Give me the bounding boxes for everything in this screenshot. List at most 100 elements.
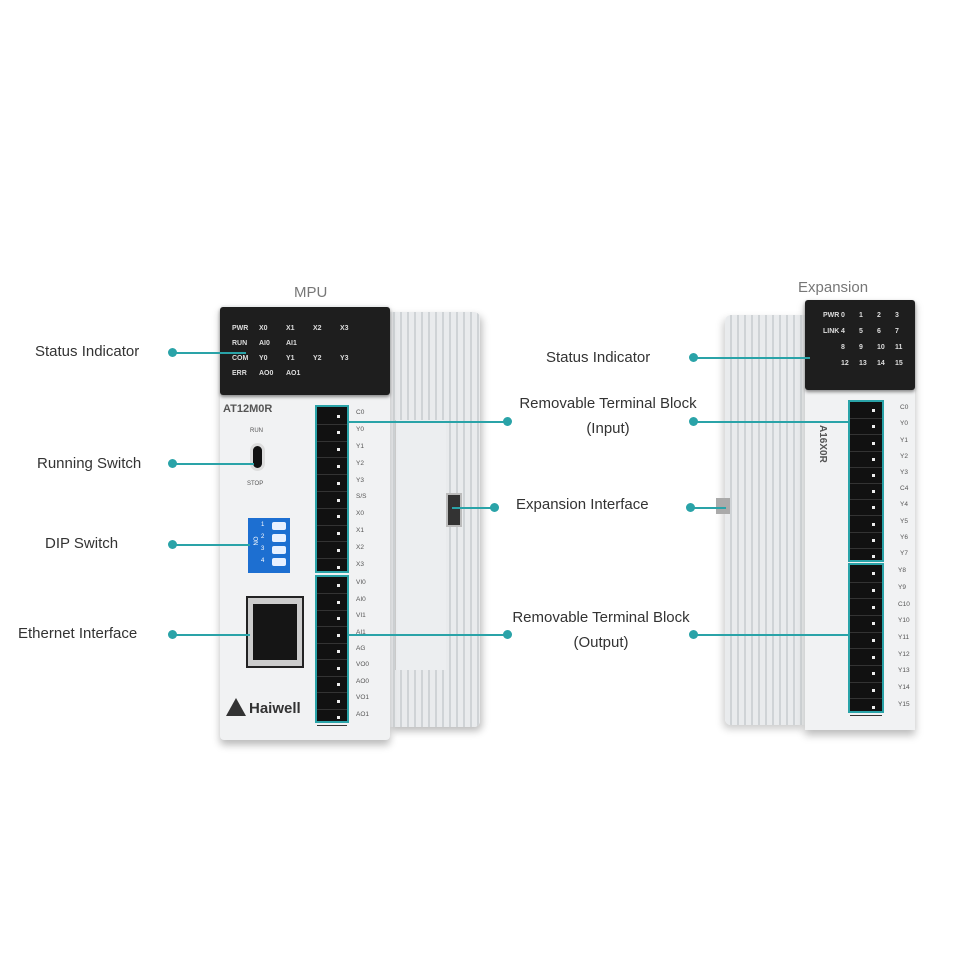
terminal-screw[interactable] [317, 676, 347, 694]
terminal-screw[interactable] [850, 402, 882, 420]
terminal-label: Y0 [356, 426, 364, 434]
terminal-screw[interactable] [317, 541, 347, 560]
terminal-label: VI1 [356, 612, 366, 620]
terminal-label: AI1 [356, 628, 366, 636]
callout-rtb-input: Removable Terminal Block(Input) [498, 391, 718, 441]
terminal-screw[interactable] [317, 474, 347, 492]
callout-ethernet-interface: Ethernet Interface [18, 625, 138, 642]
terminal-screw[interactable] [850, 451, 882, 468]
status-led-label: 7 [895, 328, 899, 335]
terminal-screw[interactable] [850, 565, 882, 583]
status-led-label: X1 [286, 325, 295, 332]
terminal-screw[interactable] [850, 698, 882, 716]
mpu-title: MPU [294, 284, 328, 301]
expansion-output-terminal-block[interactable] [848, 563, 884, 716]
dip-label: 1 [261, 522, 265, 528]
terminal-screw[interactable] [317, 457, 347, 476]
terminal-screw[interactable] [317, 558, 347, 576]
status-led-label: 1 [859, 312, 863, 319]
terminal-screw[interactable] [317, 692, 347, 710]
terminal-screw[interactable] [317, 709, 347, 726]
terminal-screw[interactable] [317, 407, 347, 425]
ethernet-port[interactable] [246, 596, 304, 668]
callout-line [172, 634, 250, 636]
terminal-screw[interactable] [850, 598, 882, 616]
terminal-label: Y0 [900, 420, 908, 428]
terminal-screw[interactable] [850, 582, 882, 600]
status-led-label: AI1 [286, 340, 297, 347]
expansion-connector [716, 498, 730, 514]
terminal-screw[interactable] [850, 483, 882, 501]
callout-line [693, 357, 810, 359]
terminal-screw[interactable] [317, 525, 347, 543]
terminal-screw[interactable] [850, 418, 882, 436]
terminal-screw[interactable] [850, 665, 882, 683]
dip-toggle[interactable] [272, 534, 286, 542]
terminal-label: Y11 [898, 634, 910, 641]
terminal-screw[interactable] [317, 424, 347, 442]
terminal-screw[interactable] [850, 632, 882, 650]
dip-toggle[interactable] [272, 546, 286, 554]
status-led-label: 11 [895, 344, 903, 351]
status-led-label: RUN [232, 340, 248, 347]
terminal-label: AO0 [356, 677, 370, 685]
terminal-label: C0 [356, 409, 365, 417]
status-led-label: AI0 [259, 340, 270, 347]
terminal-label: Y14 [898, 684, 910, 691]
callout-dip-switch: DIP Switch [45, 535, 119, 552]
terminal-screw[interactable] [317, 441, 347, 459]
expansion-input-terminal-block[interactable] [848, 400, 884, 565]
terminal-screw[interactable] [317, 593, 347, 611]
status-led-label: PWR [823, 312, 840, 319]
terminal-label: Y5 [900, 517, 908, 525]
status-led-label: 4 [841, 328, 845, 335]
terminal-screw[interactable] [317, 626, 347, 644]
haiwell-logo-icon [226, 698, 246, 716]
dip-label: 4 [261, 558, 265, 564]
terminal-label: C10 [898, 600, 910, 608]
dip-toggle[interactable] [272, 558, 286, 566]
terminal-label: Y15 [898, 700, 910, 708]
status-led-label: ERR [232, 370, 247, 377]
terminal-screw[interactable] [850, 682, 882, 700]
callout-rtb-output-line1: Removable Terminal Block [512, 609, 690, 626]
brand-logo: Haiwell [249, 700, 301, 717]
terminal-screw[interactable] [850, 467, 882, 484]
mpu-output-terminal-block[interactable] [315, 575, 349, 726]
mpu-input-terminal-block[interactable] [315, 405, 349, 576]
terminal-screw[interactable] [317, 659, 347, 677]
terminal-screw[interactable] [850, 499, 882, 517]
terminal-screw[interactable] [850, 615, 882, 633]
terminal-screw[interactable] [317, 643, 347, 661]
terminal-label: Y1 [900, 436, 908, 444]
terminal-screw[interactable] [317, 491, 347, 509]
status-led-label: 14 [877, 360, 885, 367]
terminal-label: VO0 [356, 661, 370, 669]
status-led-label: AO1 [286, 370, 301, 377]
terminal-screw[interactable] [850, 648, 882, 666]
dip-toggle[interactable] [272, 522, 286, 530]
status-led-label: PWR [232, 325, 249, 332]
terminal-screw[interactable] [317, 577, 347, 595]
expansion-model: A16X0R [817, 425, 828, 463]
callout-running-switch: Running Switch [37, 455, 142, 472]
terminal-screw[interactable] [850, 434, 882, 452]
status-led-label: 3 [895, 312, 899, 319]
status-led-label: 10 [877, 344, 885, 351]
terminal-label: Y10 [898, 617, 910, 625]
terminal-screw[interactable] [317, 610, 347, 628]
running-switch[interactable] [253, 446, 262, 468]
terminal-screw[interactable] [850, 515, 882, 533]
terminal-screw[interactable] [317, 508, 347, 526]
terminal-label: X1 [356, 527, 364, 534]
terminal-label: C0 [900, 404, 909, 412]
terminal-label: Y2 [900, 452, 908, 460]
terminal-label: Y13 [898, 667, 910, 675]
terminal-label: X0 [356, 510, 364, 518]
callout-line [172, 544, 250, 546]
terminal-screw[interactable] [850, 532, 882, 549]
status-led-label: X0 [259, 325, 268, 332]
